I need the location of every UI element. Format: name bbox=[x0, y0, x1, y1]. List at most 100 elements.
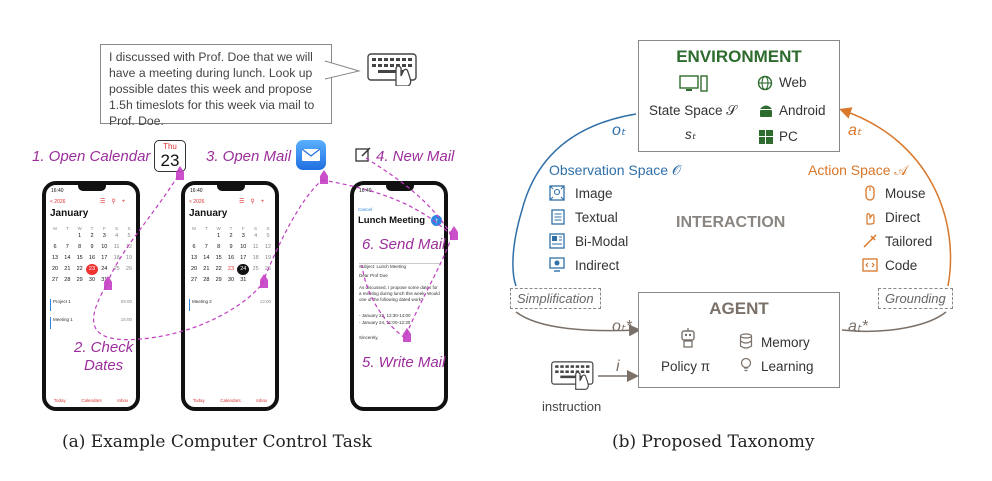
step-send-mail: 6. Send Mail bbox=[362, 236, 446, 253]
calendar-app-icon[interactable]: Thu 23 bbox=[154, 140, 186, 172]
tab-calendars[interactable]: Calendars bbox=[220, 398, 241, 403]
lightbulb-icon bbox=[740, 357, 752, 372]
weekday: M bbox=[53, 226, 57, 231]
day-cell[interactable]: 4 bbox=[115, 233, 119, 239]
day-cell[interactable]: 22 bbox=[215, 266, 222, 272]
day-cell[interactable]: 15 bbox=[215, 255, 222, 261]
day-cell[interactable]: 11 bbox=[113, 244, 120, 250]
day-cell[interactable]: 29 bbox=[76, 277, 83, 283]
day-cell[interactable]: 30 bbox=[227, 277, 235, 283]
day-cell[interactable]: 24 bbox=[101, 266, 108, 272]
day-cell[interactable]: 19 bbox=[125, 255, 133, 261]
day-cell[interactable]: 4 bbox=[254, 233, 258, 239]
day-cell[interactable]: 22 bbox=[76, 266, 83, 272]
day-cell[interactable]: 7 bbox=[65, 244, 69, 250]
day-cell-today[interactable]: 23 bbox=[227, 266, 235, 272]
day-cell[interactable]: 8 bbox=[78, 244, 82, 250]
day-cell[interactable]: 12 bbox=[264, 244, 272, 250]
day-cell[interactable]: 3 bbox=[102, 233, 106, 239]
step-check-dates-line1: 2. Check bbox=[74, 339, 134, 356]
day-cell[interactable]: 28 bbox=[203, 277, 210, 283]
send-button[interactable]: ↑ bbox=[431, 215, 442, 226]
back-link[interactable]: < 2026 bbox=[189, 199, 205, 205]
day-cell[interactable]: 5 bbox=[266, 233, 270, 239]
day-cell[interactable]: 17 bbox=[101, 255, 108, 261]
day-cell[interactable]: 8 bbox=[217, 244, 221, 250]
day-cell-today[interactable]: 23 bbox=[85, 264, 98, 275]
instruction-text: I discussed with Prof. Doe that we will … bbox=[109, 50, 315, 128]
envelope-icon bbox=[301, 148, 321, 161]
day-cell[interactable]: 5 bbox=[127, 233, 131, 239]
day-cell[interactable]: 7 bbox=[204, 244, 208, 250]
day-cell[interactable]: 29 bbox=[215, 277, 222, 283]
day-cell[interactable]: 13 bbox=[190, 255, 198, 261]
day-cell[interactable]: 20 bbox=[190, 266, 198, 272]
bimodal-icon bbox=[549, 233, 565, 249]
day-cell[interactable]: 12 bbox=[125, 244, 133, 250]
mail-app-icon[interactable] bbox=[296, 140, 326, 170]
tab-inbox[interactable]: Inbox bbox=[117, 398, 129, 403]
mail-cancel-link[interactable]: Cancel bbox=[358, 207, 373, 212]
step-open-mail: 3. Open Mail bbox=[206, 148, 292, 165]
instruction-keyboard-icon bbox=[551, 361, 594, 390]
tab-today[interactable]: Today bbox=[192, 398, 205, 403]
mail-option: - January 23, 12:30-14:00 bbox=[359, 313, 411, 318]
tab-calendars[interactable]: Calendars bbox=[81, 398, 102, 403]
agent-policy: Policy π bbox=[661, 359, 711, 374]
day-cell[interactable]: 10 bbox=[101, 244, 108, 250]
day-cell[interactable]: 11 bbox=[252, 244, 259, 250]
weekday: W bbox=[77, 226, 82, 231]
act-direct: Direct bbox=[885, 210, 921, 225]
day-cell[interactable]: 14 bbox=[64, 255, 71, 261]
mail-subject[interactable]: Subject: Lunch Meeting bbox=[359, 263, 441, 270]
day-cell-selected[interactable]: 24 bbox=[237, 264, 250, 275]
weekday: T bbox=[229, 226, 233, 231]
day-cell[interactable]: 17 bbox=[240, 255, 247, 261]
hand-tap-icon bbox=[450, 226, 458, 240]
status-time: 16:40 bbox=[51, 188, 64, 194]
day-cell[interactable]: 27 bbox=[190, 277, 198, 283]
mail-body[interactable]: As discussed, I propose some dates for a… bbox=[359, 285, 440, 302]
day-cell[interactable]: 18 bbox=[113, 255, 120, 261]
day-cell[interactable]: 3 bbox=[241, 233, 245, 239]
day-cell[interactable]: 16 bbox=[88, 255, 96, 261]
day-cell[interactable]: 26 bbox=[125, 266, 133, 272]
compose-icon[interactable] bbox=[354, 146, 372, 164]
day-cell[interactable]: 30 bbox=[88, 277, 96, 283]
day-cell[interactable]: 9 bbox=[90, 244, 94, 250]
day-cell[interactable]: 15 bbox=[76, 255, 83, 261]
day-cell[interactable]: 31 bbox=[240, 277, 247, 283]
indirect-monitor-icon bbox=[549, 257, 565, 272]
day-cell[interactable]: 27 bbox=[51, 277, 59, 283]
day-cell[interactable]: 1 bbox=[217, 233, 221, 239]
day-cell[interactable]: 28 bbox=[64, 277, 71, 283]
day-cell[interactable]: 14 bbox=[203, 255, 210, 261]
day-cell[interactable]: 6 bbox=[53, 244, 57, 250]
day-cell[interactable]: 2 bbox=[90, 233, 94, 239]
symbol-a-t-star: aₜ* bbox=[848, 318, 868, 335]
tab-today[interactable]: Today bbox=[53, 398, 66, 403]
day-cell[interactable]: 16 bbox=[227, 255, 235, 261]
day-cell[interactable]: 6 bbox=[192, 244, 196, 250]
day-cell[interactable]: 20 bbox=[51, 266, 59, 272]
day-cell[interactable]: 2 bbox=[229, 233, 233, 239]
day-cell[interactable]: 25 bbox=[113, 266, 120, 272]
symbol-i: i bbox=[616, 358, 620, 375]
day-cell[interactable]: 25 bbox=[252, 266, 259, 272]
day-cell[interactable]: 10 bbox=[240, 244, 247, 250]
day-cell[interactable]: 21 bbox=[64, 266, 71, 272]
day-cell[interactable]: 18 bbox=[252, 255, 259, 261]
day-cell[interactable]: 21 bbox=[203, 266, 210, 272]
day-cell[interactable]: 1 bbox=[78, 233, 82, 239]
back-link[interactable]: < 2026 bbox=[50, 199, 66, 205]
keyboard-hand-icon bbox=[367, 53, 417, 86]
day-cell[interactable]: 9 bbox=[229, 244, 233, 250]
day-cell[interactable]: 31 bbox=[101, 277, 108, 283]
tab-inbox[interactable]: Inbox bbox=[256, 398, 268, 403]
event-time: 15:00 bbox=[120, 317, 132, 322]
day-cell[interactable]: 13 bbox=[51, 255, 59, 261]
day-cell[interactable]: 19 bbox=[264, 255, 272, 261]
